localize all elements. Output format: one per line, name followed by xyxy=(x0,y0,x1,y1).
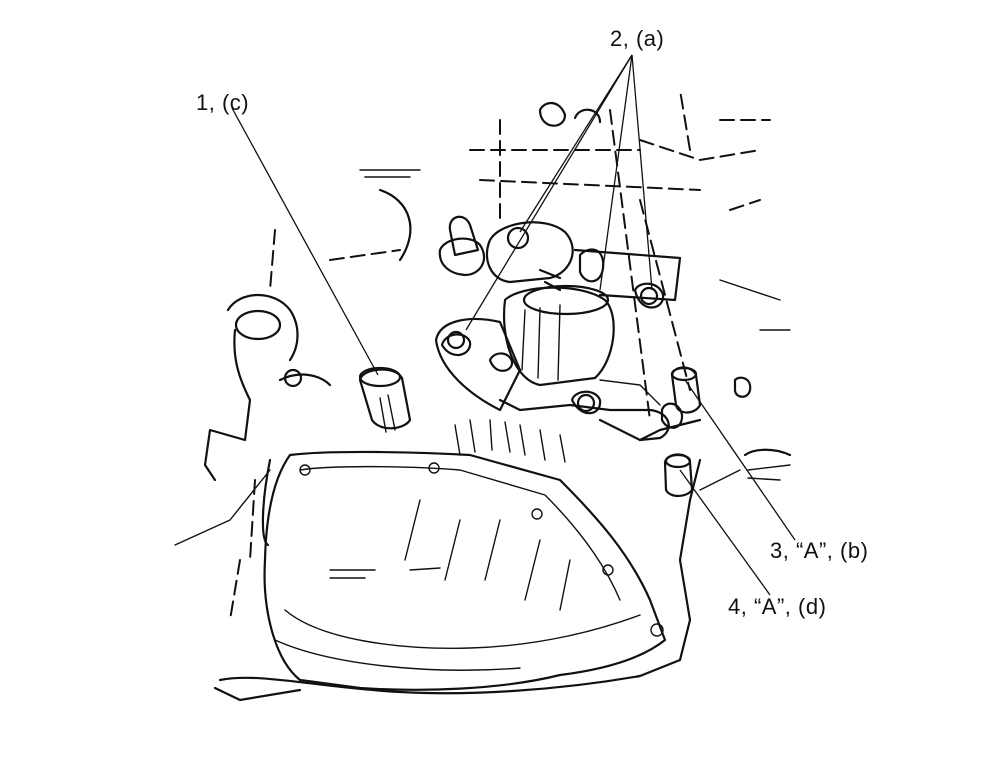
callout-2: 2, (a) xyxy=(610,26,665,51)
leader-line-2c xyxy=(599,54,633,291)
leader-line-3 xyxy=(684,379,796,541)
drain-plug xyxy=(358,366,412,433)
callout-3: 3, “A”, (b) xyxy=(770,538,869,563)
leader-line-2a xyxy=(465,54,633,331)
leader-lines xyxy=(231,54,796,596)
callout-1: 1, (c) xyxy=(196,90,250,115)
sensor-switch-4 xyxy=(663,453,694,498)
leader-line-2b xyxy=(519,54,633,233)
transmission-case xyxy=(213,418,702,702)
leader-line-1 xyxy=(231,107,379,376)
leader-line-4 xyxy=(679,469,771,596)
leader-line-2d xyxy=(631,54,653,291)
callout-4: 4, “A”, (d) xyxy=(728,594,827,619)
background-structure xyxy=(269,89,791,421)
sensor-switch-3 xyxy=(660,366,792,491)
solenoid-bracket-assembly xyxy=(434,215,682,442)
gearbox-left-housing xyxy=(174,293,332,621)
